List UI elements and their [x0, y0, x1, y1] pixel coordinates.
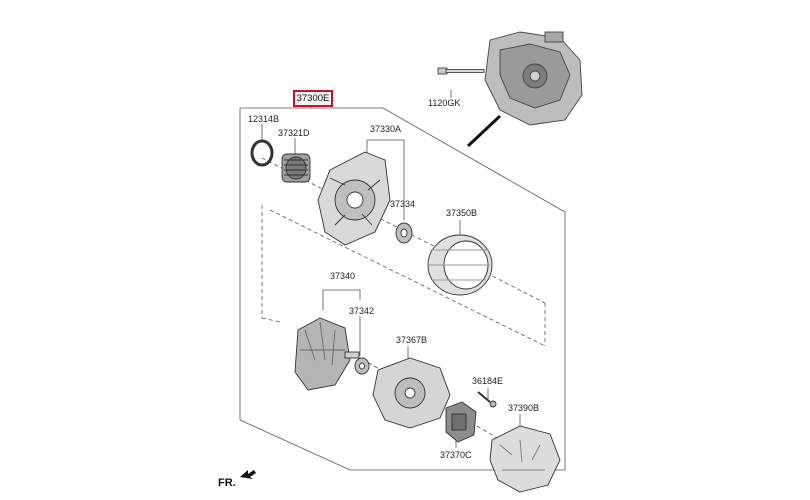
front-arrow-icon [240, 470, 256, 479]
part-label-37367B[interactable]: 37367B [396, 335, 428, 345]
rear-cover-37390B-icon [489, 425, 561, 493]
part-label-37342[interactable]: 37342 [349, 306, 375, 316]
part-label-37340[interactable]: 37340 [330, 271, 356, 281]
part-label-1120GK[interactable]: 1120GK [428, 98, 461, 108]
assembly-part-number[interactable]: 37300E [293, 90, 333, 107]
ring-12314B-icon [250, 139, 274, 167]
rear-housing-37367B-icon [372, 357, 451, 429]
bearing-37334-icon [395, 222, 413, 244]
bearing-37342-icon [354, 357, 370, 375]
part-label-37334[interactable]: 37334 [390, 199, 416, 209]
front-housing-37330A-icon [317, 151, 391, 246]
rotor-37340-icon [294, 317, 360, 391]
regulator-37370C-icon [445, 401, 477, 443]
bolt-36184E-icon [477, 391, 497, 408]
part-label-36184E[interactable]: 36184E [472, 376, 504, 386]
assembly-frame [239, 107, 566, 471]
alternator-assembly-icon [466, 31, 583, 148]
bolt-1120GK-icon [437, 67, 485, 75]
pulley-37321D-icon [281, 153, 311, 183]
leader-37330A [366, 139, 405, 160]
front-indicator-label: FR. [218, 477, 236, 489]
part-label-37330A[interactable]: 37330A [370, 124, 402, 134]
part-label-12314B[interactable]: 12314B [248, 114, 280, 124]
part-label-37370C[interactable]: 37370C [440, 450, 472, 460]
part-label-37350B[interactable]: 37350B [446, 208, 478, 218]
leader-37340 [322, 289, 361, 310]
part-label-37390B[interactable]: 37390B [508, 403, 540, 413]
stator-37350B-icon [427, 234, 493, 296]
part-label-37321D[interactable]: 37321D [278, 128, 310, 138]
